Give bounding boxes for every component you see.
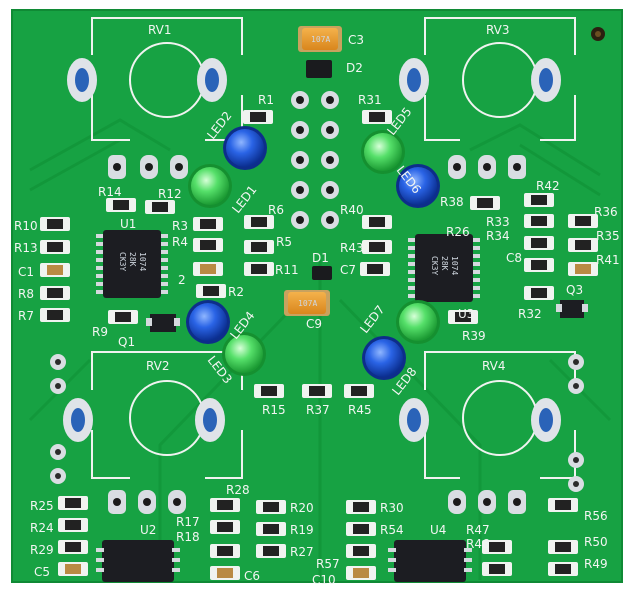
label-u4: U4 <box>430 523 446 537</box>
label-r38: R38 <box>440 195 464 209</box>
cap-c9: 107A <box>284 290 330 316</box>
label-c6: C6 <box>244 569 260 583</box>
label-r24: R24 <box>30 521 54 535</box>
cap-c3: 107A <box>298 26 342 52</box>
label-r2: R2 <box>228 285 244 299</box>
label-r42: R42 <box>536 179 560 193</box>
label-r27: R27 <box>290 545 314 559</box>
label-r1: R1 <box>258 93 274 107</box>
label-r39: R39 <box>462 329 486 343</box>
label-d2: D2 <box>346 61 363 75</box>
label-r12: R12 <box>158 187 182 201</box>
label-c7: C7 <box>340 263 356 277</box>
diode-d1 <box>312 266 332 280</box>
label-two: 2 <box>178 273 186 287</box>
label-r6: R6 <box>268 203 284 217</box>
led-cluster-top-left <box>188 126 267 208</box>
ic-u3: 1074 28K CK3Y <box>408 234 480 302</box>
svg-text:28K: 28K <box>440 256 449 271</box>
label-rv4: RV4 <box>482 359 506 373</box>
label-c8: C8 <box>506 251 522 265</box>
label-r32: R32 <box>518 307 542 321</box>
label-r20: R20 <box>290 501 314 515</box>
led-cluster-top-right <box>361 130 440 208</box>
label-r10: R10 <box>14 219 38 233</box>
led-cluster-bottom-right <box>362 300 440 380</box>
rv-pads <box>63 58 561 442</box>
label-d1: D1 <box>312 251 329 265</box>
label-r31: R31 <box>358 93 382 107</box>
label-r29: R29 <box>30 543 54 557</box>
label-r28: R28 <box>226 483 250 497</box>
ic-u4 <box>388 540 472 582</box>
label-r30: R30 <box>380 501 404 515</box>
svg-text:1074: 1074 <box>138 252 147 271</box>
smd-resistor-bodies <box>47 112 591 578</box>
label-r19: R19 <box>290 523 314 537</box>
label-r13: R13 <box>14 241 38 255</box>
label-r45: R45 <box>348 403 372 417</box>
label-r41: R41 <box>596 253 620 267</box>
label-r36: R36 <box>594 205 618 219</box>
label-r33: R33 <box>486 215 510 229</box>
label-r15: R15 <box>262 403 286 417</box>
label-c1: C1 <box>18 265 34 279</box>
label-r7: R7 <box>18 309 34 323</box>
label-u2: U2 <box>140 523 156 537</box>
svg-text:107A: 107A <box>311 35 330 44</box>
label-r3: R3 <box>172 219 188 233</box>
diode-d2 <box>306 60 332 78</box>
label-r8: R8 <box>18 287 34 301</box>
label-r25: R25 <box>30 499 54 513</box>
label-r14: R14 <box>98 185 122 199</box>
label-r50: R50 <box>584 535 608 549</box>
label-r49: R49 <box>584 557 608 571</box>
label-r11: R11 <box>275 263 299 277</box>
label-r54: R54 <box>380 523 404 537</box>
label-r47: R47 <box>466 523 490 537</box>
label-r9: R9 <box>92 325 108 339</box>
center-header <box>291 91 339 229</box>
label-r26: R26 <box>446 225 470 239</box>
label-r43: R43 <box>340 241 364 255</box>
ic-u2 <box>96 540 180 582</box>
label-r35: R35 <box>596 229 620 243</box>
svg-text:107A: 107A <box>298 299 317 308</box>
transistor-q3 <box>556 300 588 318</box>
label-c3: C3 <box>348 33 364 47</box>
transistor-q1 <box>146 314 180 332</box>
label-rv3: RV3 <box>486 23 510 37</box>
label-u1: U1 <box>120 217 136 231</box>
label-r40: R40 <box>340 203 364 217</box>
label-q1: Q1 <box>118 335 135 349</box>
label-u3: U3 <box>458 307 474 321</box>
svg-text:28K: 28K <box>128 252 137 267</box>
svg-text:CK3Y: CK3Y <box>430 256 439 275</box>
label-rv1: RV1 <box>148 23 172 37</box>
label-r5: R5 <box>276 235 292 249</box>
label-r18: R18 <box>176 530 200 544</box>
label-r56: R56 <box>584 509 608 523</box>
svg-text:CK3Y: CK3Y <box>118 252 127 271</box>
label-r46: R46 <box>466 537 490 551</box>
label-r17: R17 <box>176 515 200 529</box>
label-r37: R37 <box>306 403 330 417</box>
label-r4: R4 <box>172 235 188 249</box>
label-c5: C5 <box>34 565 50 579</box>
label-q3: Q3 <box>566 283 583 297</box>
led-cluster-bottom-left <box>186 300 266 376</box>
svg-text:1074: 1074 <box>450 256 459 275</box>
label-c10: C10 <box>312 573 336 587</box>
label-rv2: RV2 <box>146 359 170 373</box>
label-c9: C9 <box>306 317 322 331</box>
label-r34: R34 <box>486 229 510 243</box>
label-r57: R57 <box>316 557 340 571</box>
ic-u1: 1074 28K CK3Y <box>96 230 168 298</box>
